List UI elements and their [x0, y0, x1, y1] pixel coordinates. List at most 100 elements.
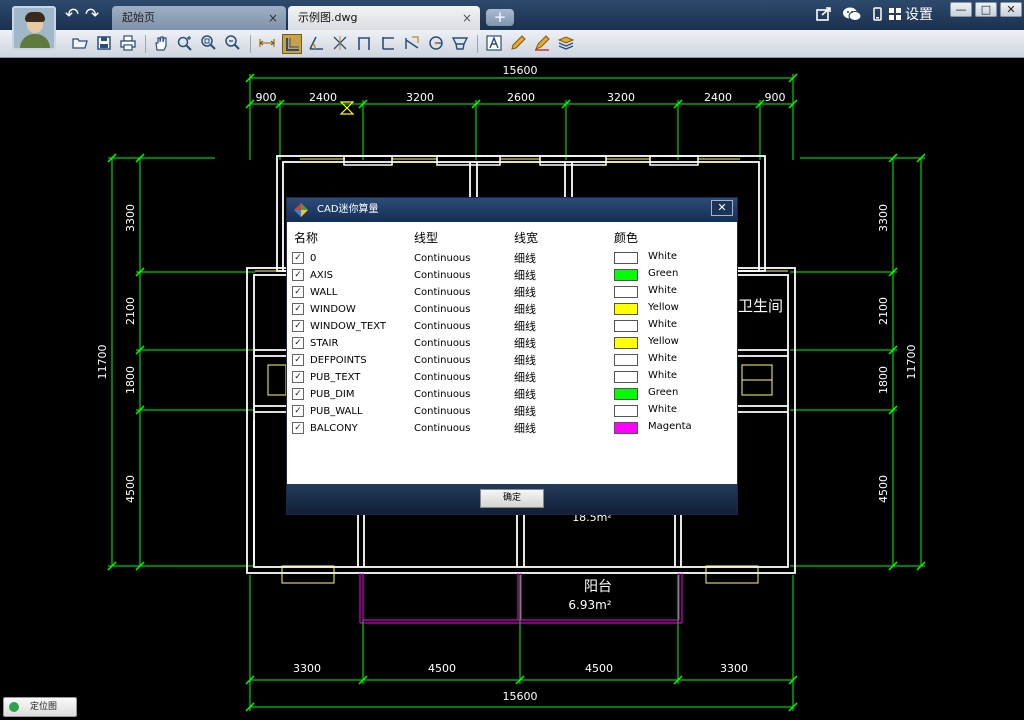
save-icon[interactable] — [94, 34, 114, 54]
room-area-balcony: 6.93m² — [568, 598, 611, 612]
zoom-window-icon[interactable] — [223, 34, 243, 54]
close-window-button[interactable]: ✕ — [1000, 2, 1022, 17]
zoom-realtime-icon[interactable] — [175, 34, 195, 54]
dim-top-seg: 3200 — [607, 91, 635, 104]
layer-color-swatch[interactable] — [614, 354, 638, 366]
layers-icon[interactable] — [556, 34, 576, 54]
layer-visible-checkbox[interactable]: ✓ — [292, 320, 304, 332]
layer-color-swatch[interactable] — [614, 303, 638, 315]
drawing-canvas[interactable]: 15600 900 2400 3200 2600 3200 2400 900 3… — [2, 58, 1022, 718]
locate-map-button[interactable]: 定位图 — [3, 697, 77, 717]
arc-length-icon[interactable] — [402, 34, 422, 54]
open-folder-icon[interactable] — [70, 34, 90, 54]
radius-dimension-icon[interactable] — [426, 34, 446, 54]
zoom-extents-icon[interactable] — [199, 34, 219, 54]
layer-color-swatch[interactable] — [614, 371, 638, 383]
layer-visible-checkbox[interactable]: ✓ — [292, 337, 304, 349]
column-header-lineweight: 线宽 — [514, 231, 539, 245]
maximize-button[interactable]: □ — [975, 2, 997, 17]
layer-color-swatch[interactable] — [614, 422, 638, 434]
layer-name: AXIS — [310, 270, 333, 281]
pencil-icon[interactable] — [508, 34, 528, 54]
redo-icon[interactable]: ↷ — [84, 5, 100, 25]
settings-button[interactable]: 设置 — [905, 7, 933, 23]
layer-name: DEFPOINTS — [310, 355, 367, 366]
layer-visible-checkbox[interactable]: ✓ — [292, 269, 304, 281]
toolbar-divider — [250, 35, 251, 53]
dialog-title-bar[interactable]: CAD迷你算量 ✕ — [287, 198, 737, 222]
area-calc-icon[interactable] — [450, 34, 470, 54]
layer-name: PUB_WALL — [310, 406, 363, 417]
layer-color-name: Green — [648, 268, 679, 279]
dim-left-seg: 4500 — [124, 475, 137, 503]
coordinate-icon[interactable] — [330, 34, 350, 54]
status-dot-icon — [9, 702, 19, 712]
dim-right-seg: 3300 — [877, 204, 890, 232]
layer-name: PUB_DIM — [310, 389, 355, 400]
layer-visible-checkbox[interactable]: ✓ — [292, 371, 304, 383]
dialog-close-button[interactable]: ✕ — [711, 200, 733, 216]
layer-color-swatch[interactable] — [614, 252, 638, 264]
undo-icon[interactable]: ↶ — [64, 5, 80, 25]
layer-color-swatch[interactable] — [614, 286, 638, 298]
dialog-title: CAD迷你算量 — [317, 204, 379, 215]
minimize-button[interactable]: — — [950, 2, 972, 17]
dimension-ticks — [107, 73, 926, 712]
annotate-pen-icon[interactable] — [532, 34, 552, 54]
tab-file-close-icon[interactable]: × — [461, 11, 472, 25]
layer-visible-checkbox[interactable]: ✓ — [292, 252, 304, 264]
ok-button[interactable]: 确定 — [480, 489, 544, 508]
layer-name: WINDOW — [310, 304, 356, 315]
share-icon[interactable] — [815, 5, 833, 23]
layer-color-name: White — [648, 404, 678, 415]
tab-file-label: 示例图.dwg — [298, 11, 358, 24]
layer-lineweight: 细线 — [514, 269, 536, 282]
layer-color-swatch[interactable] — [614, 388, 638, 400]
linear-dimension-icon[interactable] — [257, 34, 277, 54]
layer-linetype: Continuous — [414, 338, 471, 349]
dim-top-seg: 900 — [765, 91, 786, 104]
print-icon[interactable] — [118, 34, 138, 54]
tab-drawing-file[interactable]: 示例图.dwg × — [288, 6, 480, 30]
layer-visible-checkbox[interactable]: ✓ — [292, 286, 304, 298]
windows — [255, 158, 788, 584]
text-icon[interactable] — [484, 34, 504, 54]
continuous-dimension-icon[interactable] — [354, 34, 374, 54]
toolbar-divider — [477, 35, 478, 53]
wechat-icon[interactable] — [842, 5, 862, 23]
layer-visible-checkbox[interactable]: ✓ — [292, 422, 304, 434]
new-tab-button[interactable]: + — [486, 9, 514, 26]
dim-left-seg: 3300 — [124, 204, 137, 232]
layer-visible-checkbox[interactable]: ✓ — [292, 388, 304, 400]
avatar[interactable] — [12, 6, 56, 50]
layer-color-swatch[interactable] — [614, 337, 638, 349]
mobile-icon[interactable] — [868, 5, 886, 23]
layer-color-name: Yellow — [648, 336, 679, 347]
tab-home-close-icon[interactable]: × — [267, 11, 278, 25]
pan-hand-icon[interactable] — [151, 34, 171, 54]
aligned-dimension-icon[interactable] — [282, 34, 302, 54]
grid-icon[interactable] — [886, 5, 904, 23]
angle-dimension-icon[interactable] — [306, 34, 326, 54]
layer-visible-checkbox[interactable]: ✓ — [292, 303, 304, 315]
layer-color-swatch[interactable] — [614, 320, 638, 332]
baseline-dimension-icon[interactable] — [378, 34, 398, 54]
layer-visible-checkbox[interactable]: ✓ — [292, 405, 304, 417]
balcony-outline — [359, 573, 683, 624]
tab-home[interactable]: 起始页 × — [112, 6, 286, 30]
layer-color-swatch[interactable] — [614, 405, 638, 417]
layer-visible-checkbox[interactable]: ✓ — [292, 354, 304, 366]
layer-color-swatch[interactable] — [614, 269, 638, 281]
dialog-footer: 确定 — [287, 484, 737, 514]
